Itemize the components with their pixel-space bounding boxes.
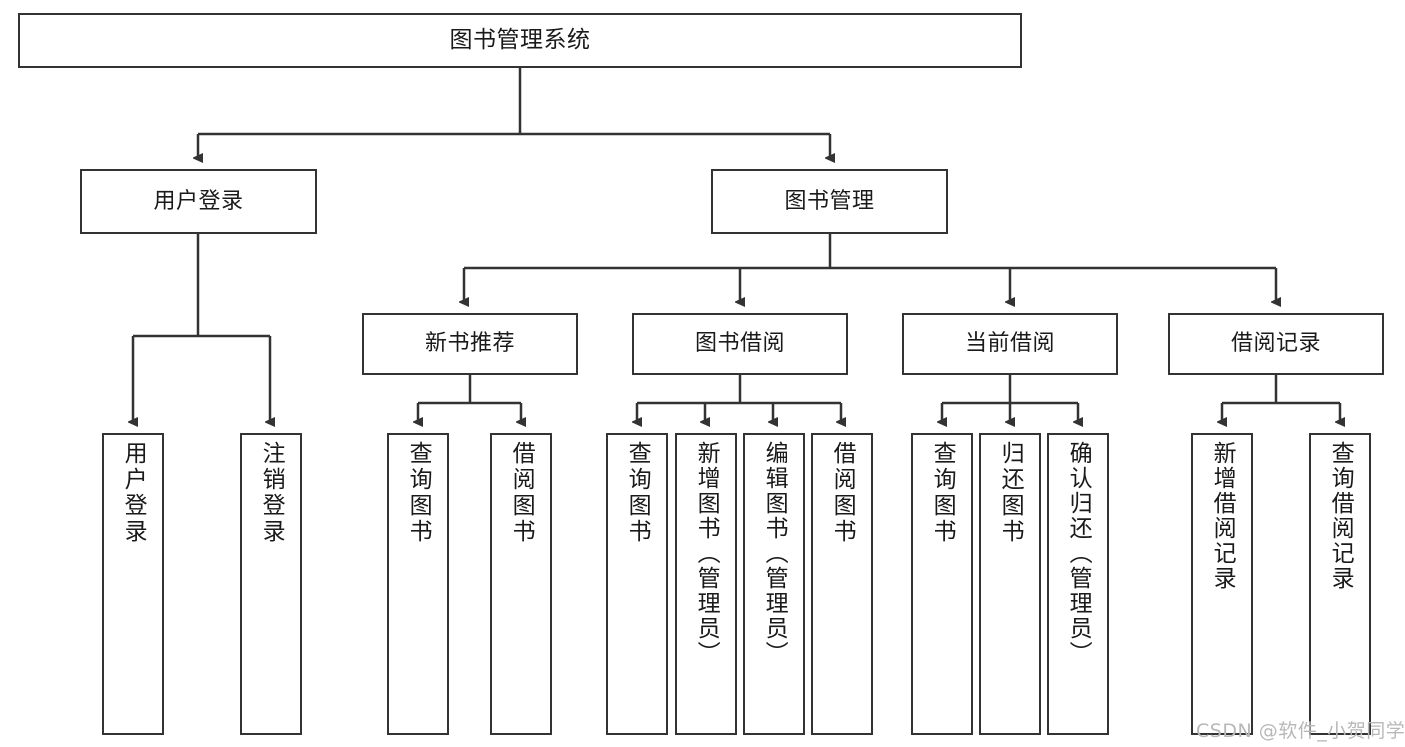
node-book-borrow[interactable]: 图书借阅 (632, 313, 848, 375)
node-label: 查询借阅记录 (1327, 441, 1354, 591)
node-leaf-logout[interactable]: 注销登录 (240, 433, 302, 735)
node-leaf-query-book-recommend[interactable]: 查询图书 (387, 433, 449, 735)
node-user-login[interactable]: 用户登录 (80, 169, 317, 234)
node-label: 图书管理 (784, 188, 875, 214)
node-root-system[interactable]: 图书管理系统 (18, 13, 1022, 68)
node-leaf-user-login[interactable]: 用户登录 (102, 433, 164, 735)
node-current-borrow[interactable]: 当前借阅 (902, 313, 1118, 375)
node-leaf-borrow-book[interactable]: 借阅图书 (811, 433, 873, 735)
node-label: 用户登录 (153, 188, 244, 214)
node-label: 用户登录 (120, 441, 147, 545)
node-leaf-edit-book-admin[interactable]: 编辑图书（管理员） (743, 433, 805, 735)
node-leaf-query-borrow-record[interactable]: 查询借阅记录 (1309, 433, 1371, 735)
node-label: 查询图书 (624, 441, 651, 545)
node-label: 查询图书 (929, 441, 956, 545)
node-label: 确认归还（管理员） (1065, 441, 1092, 666)
node-label: 归还图书 (997, 441, 1024, 545)
csdn-watermark: CSDN @软件_小贺同学 (1196, 720, 1405, 742)
node-leaf-add-borrow-record[interactable]: 新增借阅记录 (1191, 433, 1253, 735)
node-label: 图书管理系统 (449, 26, 591, 53)
node-label: 借阅图书 (829, 441, 856, 545)
node-label: 新书推荐 (424, 331, 515, 357)
node-label: 当前借阅 (964, 331, 1055, 357)
node-leaf-add-book-admin[interactable]: 新增图书（管理员） (675, 433, 737, 735)
node-leaf-borrow-book-recommend[interactable]: 借阅图书 (490, 433, 552, 735)
node-label: 编辑图书（管理员） (761, 441, 788, 666)
node-label: 借阅图书 (508, 441, 535, 545)
node-leaf-query-book-current[interactable]: 查询图书 (911, 433, 973, 735)
node-borrow-record[interactable]: 借阅记录 (1168, 313, 1384, 375)
node-leaf-query-book-borrow[interactable]: 查询图书 (606, 433, 668, 735)
node-label: 借阅记录 (1230, 331, 1321, 357)
node-label: 查询图书 (405, 441, 432, 545)
node-label: 图书借阅 (694, 331, 785, 357)
node-leaf-confirm-return-admin[interactable]: 确认归还（管理员） (1047, 433, 1109, 735)
node-label: 新增借阅记录 (1209, 441, 1236, 591)
node-label: 注销登录 (258, 441, 285, 545)
node-label: 新增图书（管理员） (693, 441, 720, 666)
node-leaf-return-book[interactable]: 归还图书 (979, 433, 1041, 735)
node-book-management[interactable]: 图书管理 (711, 169, 948, 234)
node-new-book-recommend[interactable]: 新书推荐 (362, 313, 578, 375)
